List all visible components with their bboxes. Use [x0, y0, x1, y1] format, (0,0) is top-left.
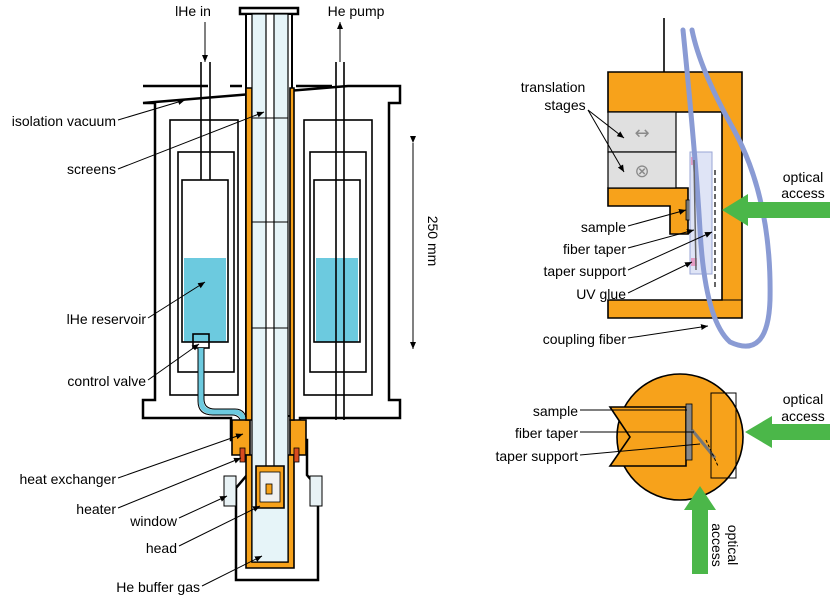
label-optical-access-bottom-2: access [709, 523, 725, 567]
he-pump-pipe [335, 62, 345, 420]
label-isolation-vacuum: isolation vacuum [12, 113, 116, 129]
label-optical-access-right-2: access [781, 408, 825, 424]
stage-cross-icon: ⊗ [634, 161, 649, 182]
head-sample [265, 483, 273, 495]
baffles [252, 117, 288, 329]
window-left [223, 475, 237, 507]
side-view: ↔ ⊗ [607, 18, 773, 349]
label-fiber-taper-top: fiber taper [515, 425, 578, 441]
cryostat [141, 6, 402, 582]
leader-translation-1 [587, 109, 625, 139]
screen-outer-right [303, 119, 373, 396]
leader-heater [117, 457, 242, 509]
leader-coupling-fiber [627, 324, 709, 339]
copper-jacket-left [245, 87, 253, 421]
label-head: head [146, 540, 177, 556]
lhe-reservoir-right-liquid [316, 258, 358, 342]
label-optical-access-right-1: optical [783, 391, 823, 407]
label-uv-glue: UV glue [576, 286, 626, 302]
outer-vessel [141, 84, 402, 582]
leader-isolation-vacuum [117, 99, 186, 121]
fiber-taper-line [693, 159, 697, 271]
capillary [198, 348, 247, 426]
leader-screens [117, 111, 265, 170]
label-he-pump: He pump [328, 3, 385, 19]
label-lhe-reservoir: lHe reservoir [67, 311, 147, 327]
label-taper-support-top: taper support [496, 448, 579, 464]
label-fiber-taper-side: fiber taper [563, 241, 626, 257]
sample-rod [265, 13, 275, 485]
copper-jacket-right [289, 87, 295, 421]
leader-head [178, 505, 261, 547]
leader-he-buffer-gas [201, 555, 263, 587]
window-right [309, 475, 323, 507]
label-heater: heater [76, 501, 116, 517]
label-translation-2: stages [544, 97, 585, 113]
leader-taper-support-top [579, 443, 701, 456]
screen-inner-left [177, 151, 235, 373]
label-control-valve: control valve [67, 373, 146, 389]
side-clamp [607, 187, 689, 235]
leader-fiber-taper-side [627, 228, 695, 249]
leader-control-valve [147, 343, 200, 381]
label-screens: screens [67, 161, 116, 177]
leader-uv-glue [627, 261, 693, 294]
lhe-reservoir-right [313, 179, 361, 343]
label-optical-access-bottom-1: optical [725, 525, 741, 565]
scale-label: 250 mm [425, 216, 441, 267]
label-he-buffer-gas: He buffer gas [116, 579, 200, 595]
label-window: window [129, 513, 178, 529]
label-lhe-in: lHe in [175, 3, 211, 19]
label-taper-support-side: taper support [544, 263, 627, 279]
leader-heat-exchanger [117, 433, 244, 479]
optical-access-arrow-bottom [684, 486, 716, 574]
leader-translation-2 [587, 109, 625, 173]
lhe-reservoir-left [181, 179, 229, 343]
label-optical-access-side-2: access [781, 185, 825, 201]
optical-access-arrow-right [745, 416, 830, 448]
screen-inner-right [309, 151, 367, 373]
lhe-in-pipe [200, 62, 211, 180]
optical-access-arrow-side [722, 194, 830, 226]
label-sample-side: sample [581, 219, 626, 235]
top-view [608, 373, 744, 501]
leader-lhe-reservoir [147, 281, 206, 319]
label-optical-access-side-1: optical [783, 169, 823, 185]
side-uv-glue-bottom [691, 258, 697, 266]
lhe-reservoir-left-liquid [184, 258, 226, 342]
label-translation-1: translation [521, 79, 586, 95]
label-heat-exchanger: heat exchanger [19, 471, 116, 487]
leader-sample-side [627, 208, 687, 227]
stage-arrow-icon: ↔ [634, 123, 649, 144]
coupling-fiber [680, 27, 773, 349]
label-sample-top: sample [533, 403, 578, 419]
leader-taper-support-side [627, 231, 713, 271]
heater-right [293, 447, 300, 463]
leader-window [178, 495, 228, 519]
top-flange [238, 6, 300, 16]
label-coupling-fiber: coupling fiber [543, 331, 627, 347]
heater-left [239, 447, 246, 463]
